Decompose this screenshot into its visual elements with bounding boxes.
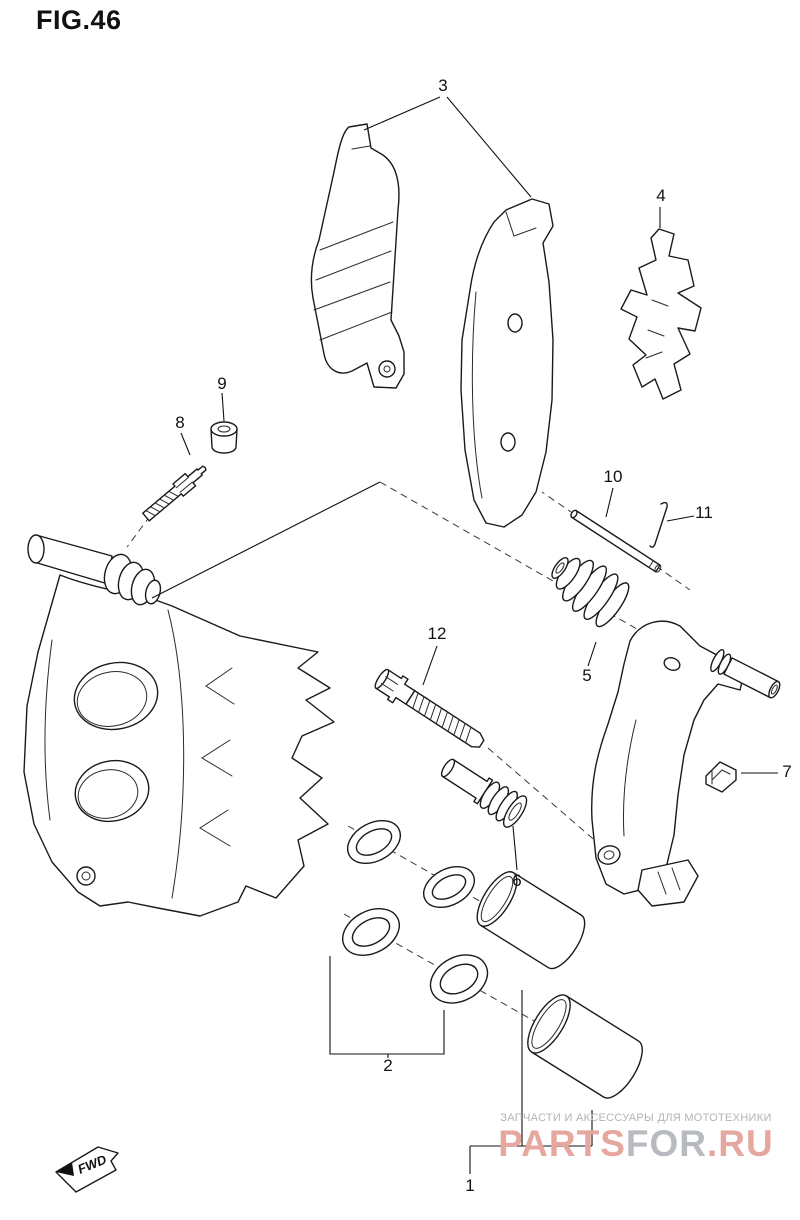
- part-label-1: 1: [465, 1176, 475, 1195]
- pin-sleeve-boot: [440, 758, 528, 828]
- watermark: ЗАПЧАСТИ И АКСЕССУАРЫ ДЛЯ МОТОТЕХНИКИ PA…: [486, 1112, 786, 1162]
- mounting-bolt: [374, 668, 485, 748]
- watermark-tagline: ЗАПЧАСТИ И АКСЕССУАРЫ ДЛЯ МОТОТЕХНИКИ: [500, 1112, 772, 1124]
- bleeder-cap: [210, 421, 238, 454]
- part-label-2: 2: [383, 1056, 393, 1075]
- watermark-brand: PARTSFOR.RU: [486, 1125, 786, 1162]
- part-label-11: 11: [695, 503, 713, 522]
- part-label-4: 4: [656, 186, 666, 205]
- watermark-brand-segment: FOR: [625, 1123, 708, 1164]
- pad-pin: [570, 509, 662, 573]
- watermark-brand-segment: .RU: [707, 1123, 774, 1164]
- watermark-brand-segment: PARTS: [498, 1123, 626, 1164]
- part-label-8: 8: [175, 413, 185, 432]
- fwd-arrow-tip: [56, 1162, 74, 1176]
- part-label-7: 7: [782, 762, 792, 781]
- caliper-bracket: [590, 620, 781, 907]
- part-label-5: 5: [582, 666, 592, 685]
- brake-pad-backing: [460, 198, 554, 528]
- slide-pin-boot: [551, 557, 630, 628]
- part-label-10: 10: [603, 467, 623, 486]
- retainer-clip: [705, 761, 737, 793]
- bleeder-screw: [142, 465, 207, 522]
- pin-clip: [649, 501, 668, 548]
- part-label-3: 3: [438, 76, 448, 95]
- fwd-indicator: FWD: [55, 1146, 119, 1193]
- callout-leader-lines: [151, 96, 778, 1174]
- caliper-body: [23, 534, 335, 917]
- part-label-6: 6: [512, 871, 522, 890]
- part-label-9: 9: [217, 374, 227, 393]
- figure-title: FIG.46: [36, 5, 122, 35]
- brake-pad-friction: [310, 123, 405, 389]
- piston-seals: [342, 819, 489, 1004]
- bracket-slide-pin: [710, 649, 781, 699]
- caliper-pistons: [476, 871, 643, 1099]
- part-label-12: 12: [427, 624, 447, 643]
- pad-spring: [620, 228, 702, 400]
